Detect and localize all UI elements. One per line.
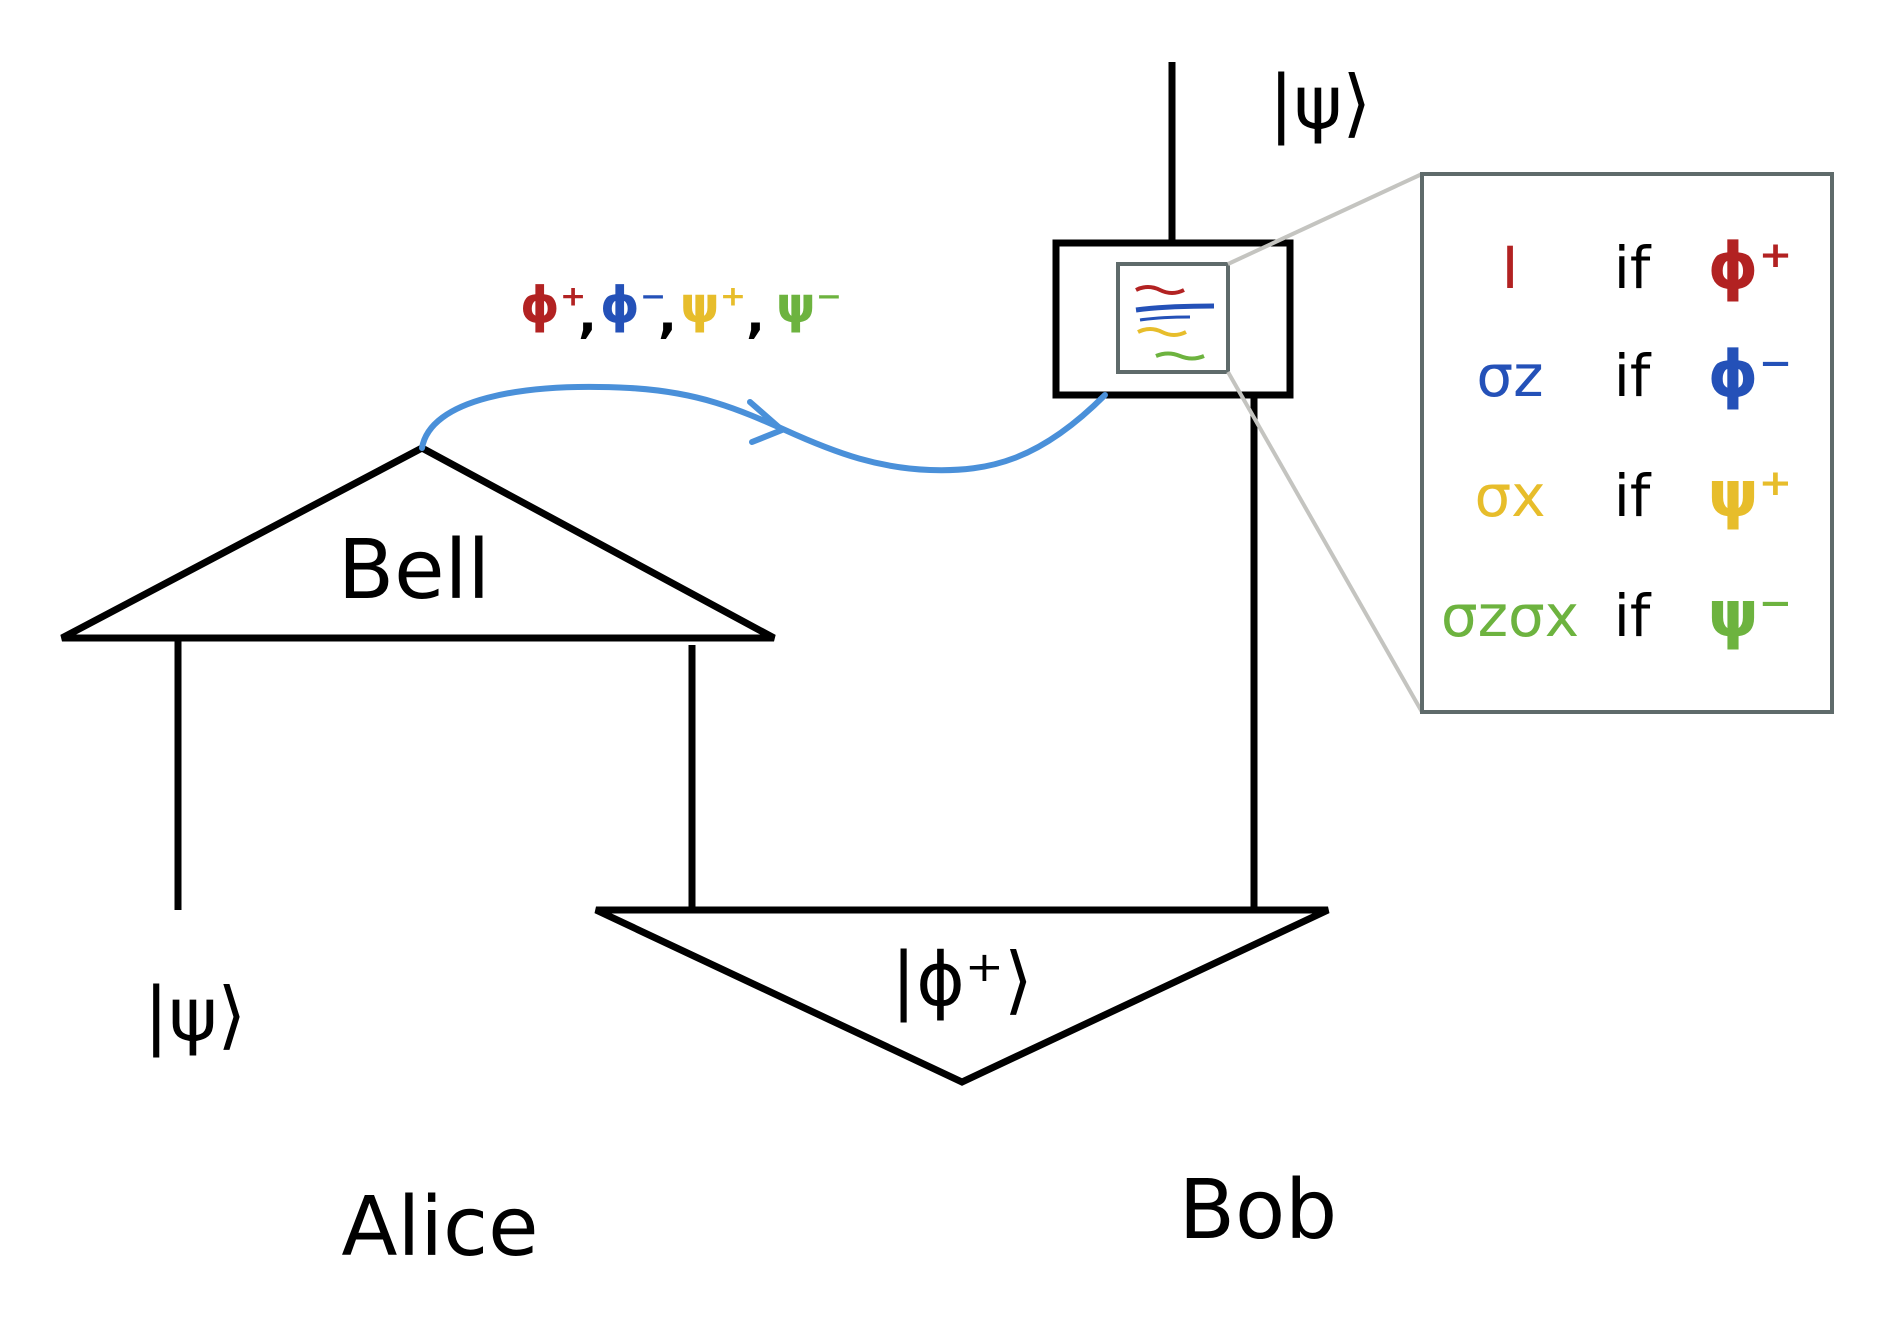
correction-state: ϕ⁻ <box>1708 338 1793 412</box>
correction-operator: σzσx <box>1441 582 1579 650</box>
thumb-line-blue <box>1135 303 1215 313</box>
thumb-line-yellow <box>1137 327 1187 337</box>
correction-table <box>1420 172 1834 714</box>
bob-output-ket: |ψ⟩ <box>1269 60 1372 146</box>
thumb-line-blue-2 <box>1139 315 1191 322</box>
correction-operator: σz <box>1476 342 1543 410</box>
correction-operator: I <box>1501 234 1518 302</box>
correction-state: ϕ⁺ <box>1708 230 1793 304</box>
correction-condition: if <box>1614 462 1652 530</box>
zoom-leader-top <box>1227 172 1423 266</box>
thumb-line-red <box>1135 285 1185 295</box>
outcome-phi-plus: ϕ⁺ <box>520 276 586 334</box>
classical-channel-arrow <box>419 383 1108 474</box>
epr-source-triangle <box>594 906 1330 1086</box>
epr-ket: |ϕ⁺⟩ <box>891 937 1033 1023</box>
outcome-psi-minus: ψ⁻ <box>776 276 842 334</box>
correction-condition: if <box>1614 342 1652 410</box>
alice-label: Alice <box>341 1180 538 1275</box>
correction-state: ψ⁻ <box>1708 578 1793 652</box>
outcome-separator-3: , <box>746 286 765 344</box>
bell-measurement-triangle <box>60 444 776 642</box>
outcome-psi-plus: ψ⁺ <box>680 276 746 334</box>
outcome-separator-2: , <box>658 286 677 344</box>
correction-state: ψ⁺ <box>1708 458 1793 532</box>
thumb-line-green <box>1155 351 1205 361</box>
zoom-leader-bottom <box>1226 371 1424 713</box>
correction-condition: if <box>1614 234 1652 302</box>
bell-label: Bell <box>338 523 490 618</box>
classical-channel-arrowhead <box>747 399 785 445</box>
alice-input-ket: |ψ⟩ <box>144 972 247 1058</box>
outcome-separator-1: , <box>578 286 597 344</box>
outcome-phi-minus: ϕ⁻ <box>600 276 666 334</box>
measurement-outcomes: ϕ⁺ , ϕ⁻ , ψ⁺ , ψ⁻ <box>520 276 842 344</box>
bob-label: Bob <box>1179 1163 1337 1258</box>
correction-condition: if <box>1614 582 1652 650</box>
correction-operator: σx <box>1474 462 1545 530</box>
